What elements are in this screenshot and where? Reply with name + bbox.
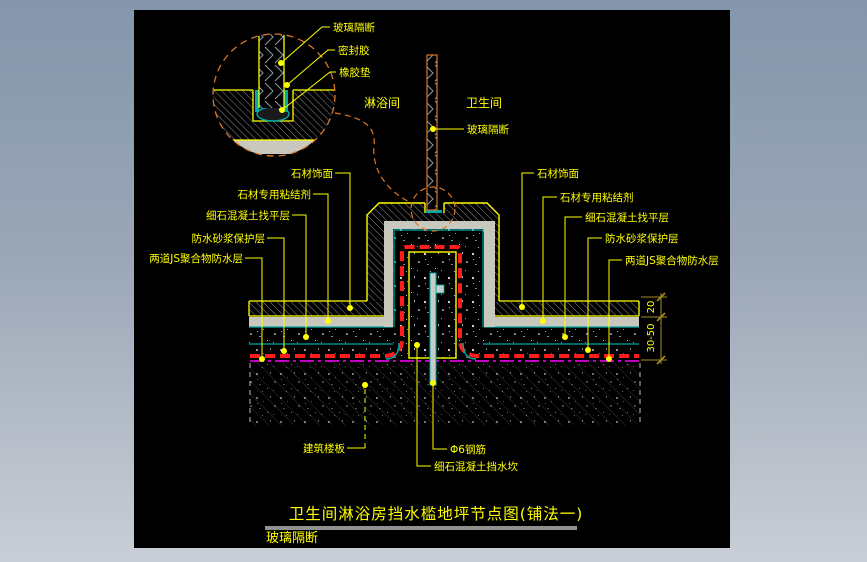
- protection-band-right: [483, 345, 639, 355]
- detail-label-sealant: 密封胶: [338, 44, 370, 57]
- detail-leaders: [280, 26, 336, 111]
- curb-leader: [416, 345, 431, 467]
- drawing-canvas[interactable]: 玻璃隔断 密封胶 橡胶垫 淋浴间 卫生间 玻璃隔断 石材饰面: [134, 10, 730, 548]
- glass-leader-dot: [430, 126, 436, 132]
- label-waterproof-left: 两道JS聚合物防水层: [149, 252, 243, 265]
- label-rebar: Φ6钢筋: [450, 443, 486, 456]
- curb-cyan-line: [393, 229, 484, 327]
- detail-label-rubber: 橡胶垫: [339, 66, 371, 79]
- membrane-fillets: [385, 342, 477, 360]
- detail-bubble-circle: [212, 33, 336, 157]
- curb-outer-outline: [366, 202, 500, 301]
- toilet-room-label: 卫生间: [466, 96, 502, 110]
- protection-band-left: [249, 345, 393, 355]
- glass-partition-label: 玻璃隔断: [467, 123, 509, 136]
- right-leaders: [521, 172, 622, 359]
- screed-band-right: [483, 328, 639, 343]
- water-stop-curb: [250, 202, 639, 386]
- rebar-leader: [432, 383, 447, 450]
- slab-leader-dot: [362, 382, 368, 388]
- label-stone-finish-left: 石材饰面: [291, 167, 333, 180]
- adhesive-band-left: [249, 317, 395, 327]
- detail-bubble: [212, 33, 456, 232]
- detail-glass: [259, 34, 284, 108]
- adhesive-band-right: [484, 317, 639, 327]
- waterproof-membrane-line: [250, 245, 639, 358]
- label-stone-finish-right: 石材饰面: [537, 167, 579, 180]
- label-waterproof-right: 两道JS聚合物防水层: [625, 254, 719, 267]
- dimension-chain: 20 30-50: [641, 292, 667, 365]
- glass-partition: [426, 54, 438, 211]
- detail-label-glass: 玻璃隔断: [333, 21, 375, 34]
- drawing-title: 卫生间淋浴房挡水槛地坪节点图(铺法一): [289, 505, 584, 523]
- detail-drawing: 玻璃隔断 密封胶 橡胶垫 淋浴间 卫生间 玻璃隔断 石材饰面: [149, 21, 719, 546]
- layer-cyan-lines: [249, 326, 639, 345]
- label-adhesive-right: 石材专用粘结剂: [560, 191, 634, 204]
- label-curb: 细石混凝土挡水坎: [434, 460, 518, 473]
- label-protection-right: 防水砂浆保护层: [605, 232, 679, 245]
- detail-leader-curve: [334, 112, 412, 204]
- shower-room-label: 淋浴间: [364, 96, 400, 110]
- left-leader-dots: [259, 305, 353, 362]
- curb-stone-shell: [367, 203, 499, 301]
- rebar-notch: [435, 284, 445, 294]
- title-underline: [265, 526, 577, 530]
- stone-finish-band-left: [249, 302, 384, 316]
- stone-finish-band-right: [495, 302, 639, 316]
- screed-band-left: [249, 328, 393, 343]
- detail-adhesive-band: [213, 140, 335, 154]
- label-slab: 建筑楼板: [303, 442, 345, 455]
- left-leaders: [245, 172, 351, 359]
- curb-leader-dot: [414, 342, 420, 348]
- detail-leader-dots: [278, 60, 290, 113]
- label-adhesive-left: 石材专用粘结剂: [238, 188, 312, 201]
- detail-sealant-right: [284, 90, 288, 112]
- rebar: [429, 272, 437, 386]
- rebar-leader-dot: [430, 380, 436, 386]
- label-screed-left: 细石混凝土找平层: [206, 209, 290, 222]
- dimension-20: 20: [646, 301, 657, 314]
- label-protection-left: 防水砂浆保护层: [192, 232, 266, 245]
- detail-sealant-left: [255, 90, 259, 112]
- right-leader-dots: [519, 304, 612, 362]
- building-slab: [249, 363, 641, 425]
- slot-sealant: [426, 210, 442, 213]
- next-sheet-label: 玻璃隔断: [266, 531, 318, 546]
- dimension-30-50: 30-50: [646, 323, 657, 352]
- detail-source-circle: [410, 186, 456, 232]
- stone-band-edges: [248, 300, 640, 317]
- label-screed-right: 细石混凝土找平层: [585, 211, 669, 224]
- curb-concrete-core: [393, 229, 483, 358]
